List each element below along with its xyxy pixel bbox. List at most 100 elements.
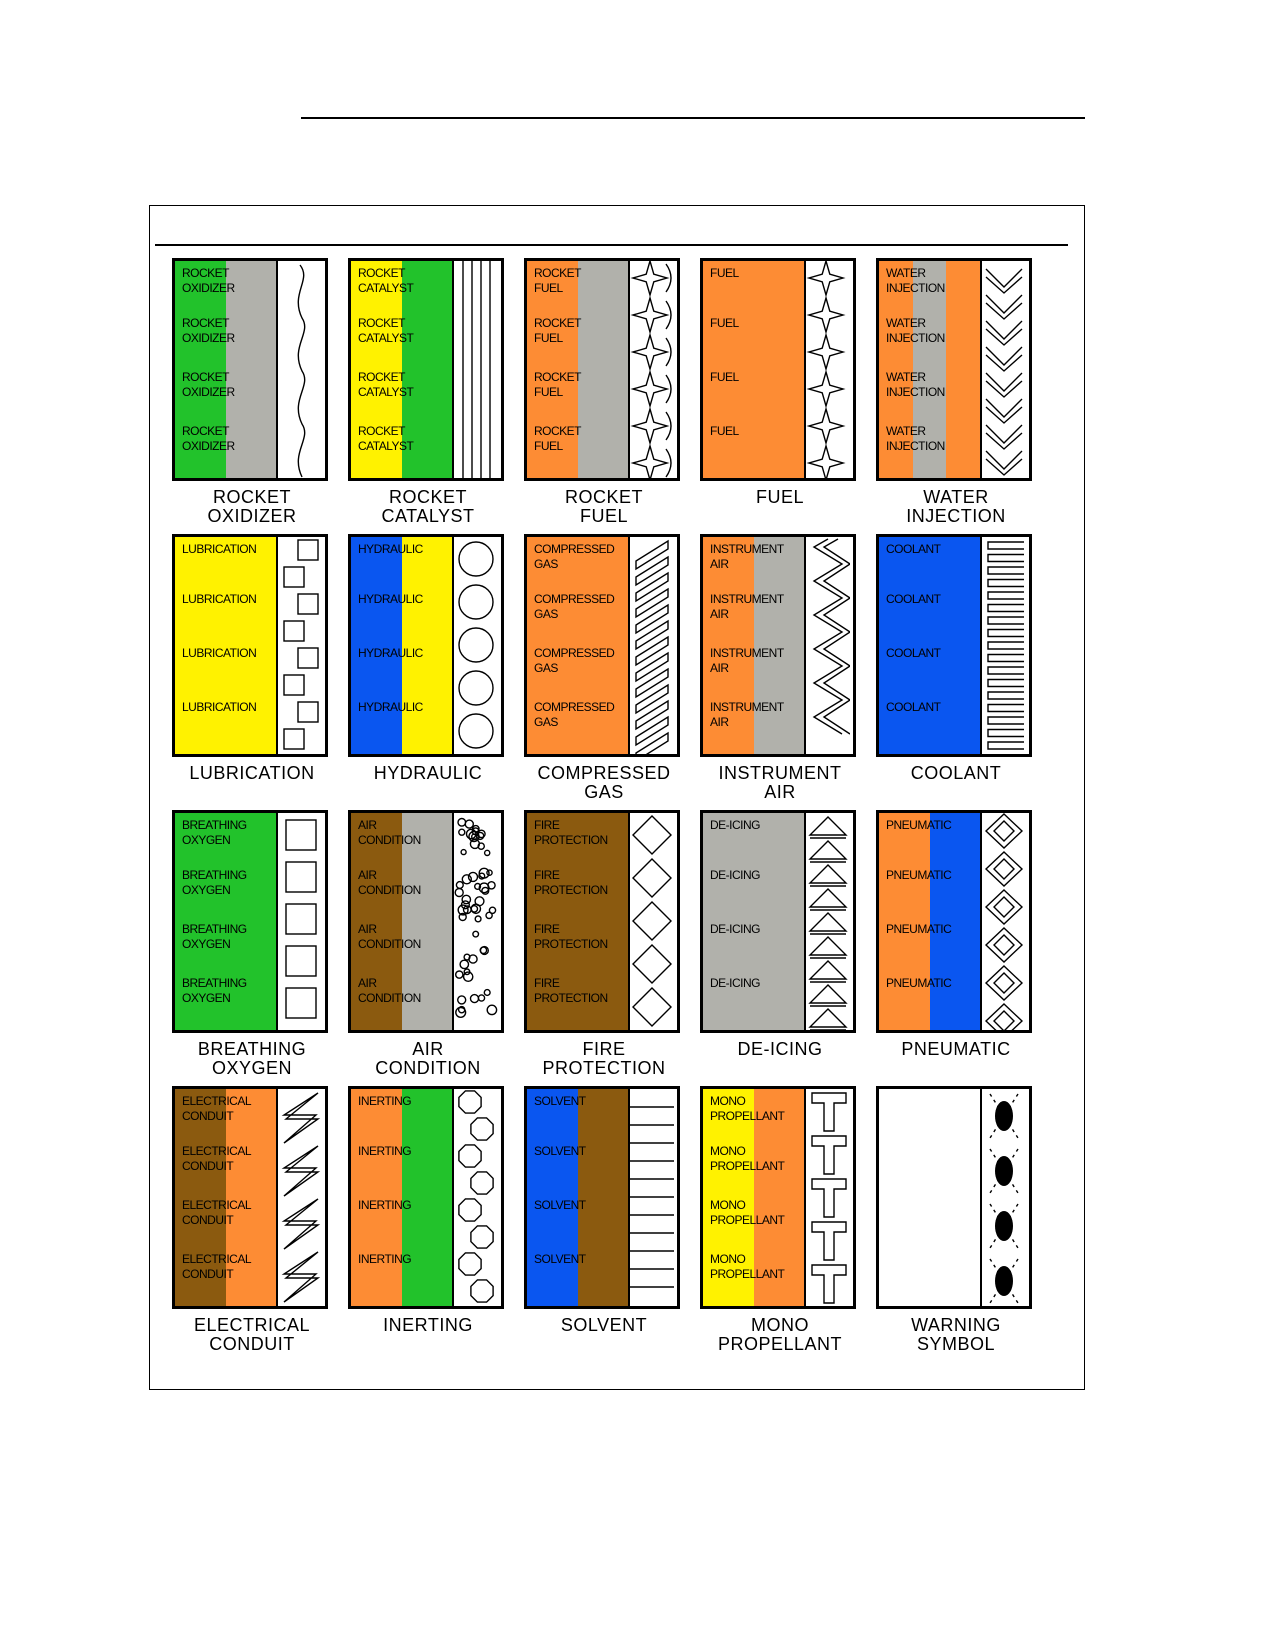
symbol-caption: ELECTRICAL CONDUIT <box>193 1315 311 1354</box>
band-label: FIRE PROTECTION <box>534 818 608 847</box>
band-label: COOLANT <box>886 592 941 606</box>
color-band-green <box>401 261 452 478</box>
band-label: AIR CONDITION <box>358 922 421 951</box>
band-label: FIRE PROTECTION <box>534 922 608 951</box>
vertical-lines-pattern-icon <box>452 261 501 478</box>
band-label: SOLVENT <box>534 1198 586 1212</box>
symbol-caption: WATER INJECTION <box>906 487 1006 526</box>
symbol-caption: LUBRICATION <box>189 763 315 783</box>
band-label: MONO PROPELLANT <box>710 1144 785 1173</box>
top-rule <box>301 117 1085 119</box>
color-band-swatch: FIRE PROTECTION FIRE PROTECTION FIRE PROTE… <box>524 810 680 1033</box>
band-label: MONO PROPELLANT <box>710 1198 785 1227</box>
band-label: DE-ICING <box>710 818 761 832</box>
color-band-white <box>879 1089 980 1306</box>
band-label: COOLANT <box>886 700 941 714</box>
skulls-pattern-icon <box>980 1089 1029 1306</box>
band-labels: ROCKET FUEL ROCKET FUEL ROCKET FUEL ROCKET … <box>530 261 628 478</box>
symbol-caption: AIR CONDITION <box>375 1039 481 1078</box>
band-label: SOLVENT <box>534 1094 586 1108</box>
color-bands: ROCKET FUEL ROCKET FUEL ROCKET FUEL ROCKET … <box>527 261 628 478</box>
band-label: BREATHING OXYGEN <box>182 868 247 897</box>
band-label: FUEL <box>710 424 739 438</box>
color-band-gray <box>577 261 628 478</box>
pebbles-pattern-icon <box>452 813 501 1030</box>
color-band-gray <box>753 537 804 754</box>
band-label: ROCKET OXIDIZER <box>182 424 235 453</box>
band-label: MONO PROPELLANT <box>710 1252 785 1281</box>
band-label: INERTING <box>358 1144 412 1158</box>
band-label: PNEUMATIC <box>886 868 952 882</box>
band-label: INERTING <box>358 1198 412 1212</box>
zigzag-pattern-icon <box>804 537 853 754</box>
symbol-caption: ROCKET FUEL <box>564 487 643 526</box>
band-label: FUEL <box>710 316 739 330</box>
band-label: FIRE PROTECTION <box>534 976 608 1005</box>
band-label: ROCKET FUEL <box>534 316 582 345</box>
diamonds-pattern-icon <box>628 813 677 1030</box>
band-labels: FIRE PROTECTION FIRE PROTECTION FIRE PROTE… <box>530 813 628 1030</box>
band-label: ROCKET FUEL <box>534 424 582 453</box>
band-label: INERTING <box>358 1094 412 1108</box>
band-label: ROCKET FUEL <box>534 370 582 399</box>
band-label: COMPRESSED GAS <box>534 542 615 571</box>
color-band-swatch: MONO PROPELLANT MONO PROPELLANT MONO PROPE… <box>700 1086 856 1309</box>
symbol-caption: INSTRUMENT AIR <box>718 763 842 802</box>
color-band-brown <box>351 813 402 1030</box>
color-bands: MONO PROPELLANT MONO PROPELLANT MONO PROPE… <box>703 1089 804 1306</box>
band-label: LUBRICATION <box>182 700 257 714</box>
squares-pattern-icon <box>276 813 325 1030</box>
color-band-gray <box>401 813 452 1030</box>
band-label: ROCKET CATALYST <box>358 424 414 453</box>
symbol-caption: MONO PROPELLANT <box>717 1315 843 1354</box>
band-label: ROCKET OXIDIZER <box>182 316 235 345</box>
band-label: FUEL <box>710 370 739 384</box>
band-label: ROCKET FUEL <box>534 266 582 295</box>
color-band-green <box>175 261 226 478</box>
color-band-orange <box>225 1089 276 1306</box>
band-label: HYDRAULIC <box>358 542 423 556</box>
band-label: FIRE PROTECTION <box>534 868 608 897</box>
band-label: INSTRUMENT AIR <box>710 592 784 621</box>
band-label: COOLANT <box>886 542 941 556</box>
band-label: ROCKET CATALYST <box>358 316 414 345</box>
squares-staggered-pattern-icon <box>276 537 325 754</box>
band-label: HYDRAULIC <box>358 592 423 606</box>
color-bands: ROCKET CATALYST ROCKET CATALYST ROCKET CAT… <box>351 261 452 478</box>
band-label: DE-ICING <box>710 976 761 990</box>
color-band-yellow <box>703 1089 754 1306</box>
symbol-caption: INERTING <box>383 1315 473 1335</box>
band-label: ROCKET CATALYST <box>358 370 414 399</box>
color-band-orange <box>703 261 804 478</box>
color-band-blue <box>879 537 980 754</box>
lightning-pattern-icon <box>276 1089 325 1306</box>
